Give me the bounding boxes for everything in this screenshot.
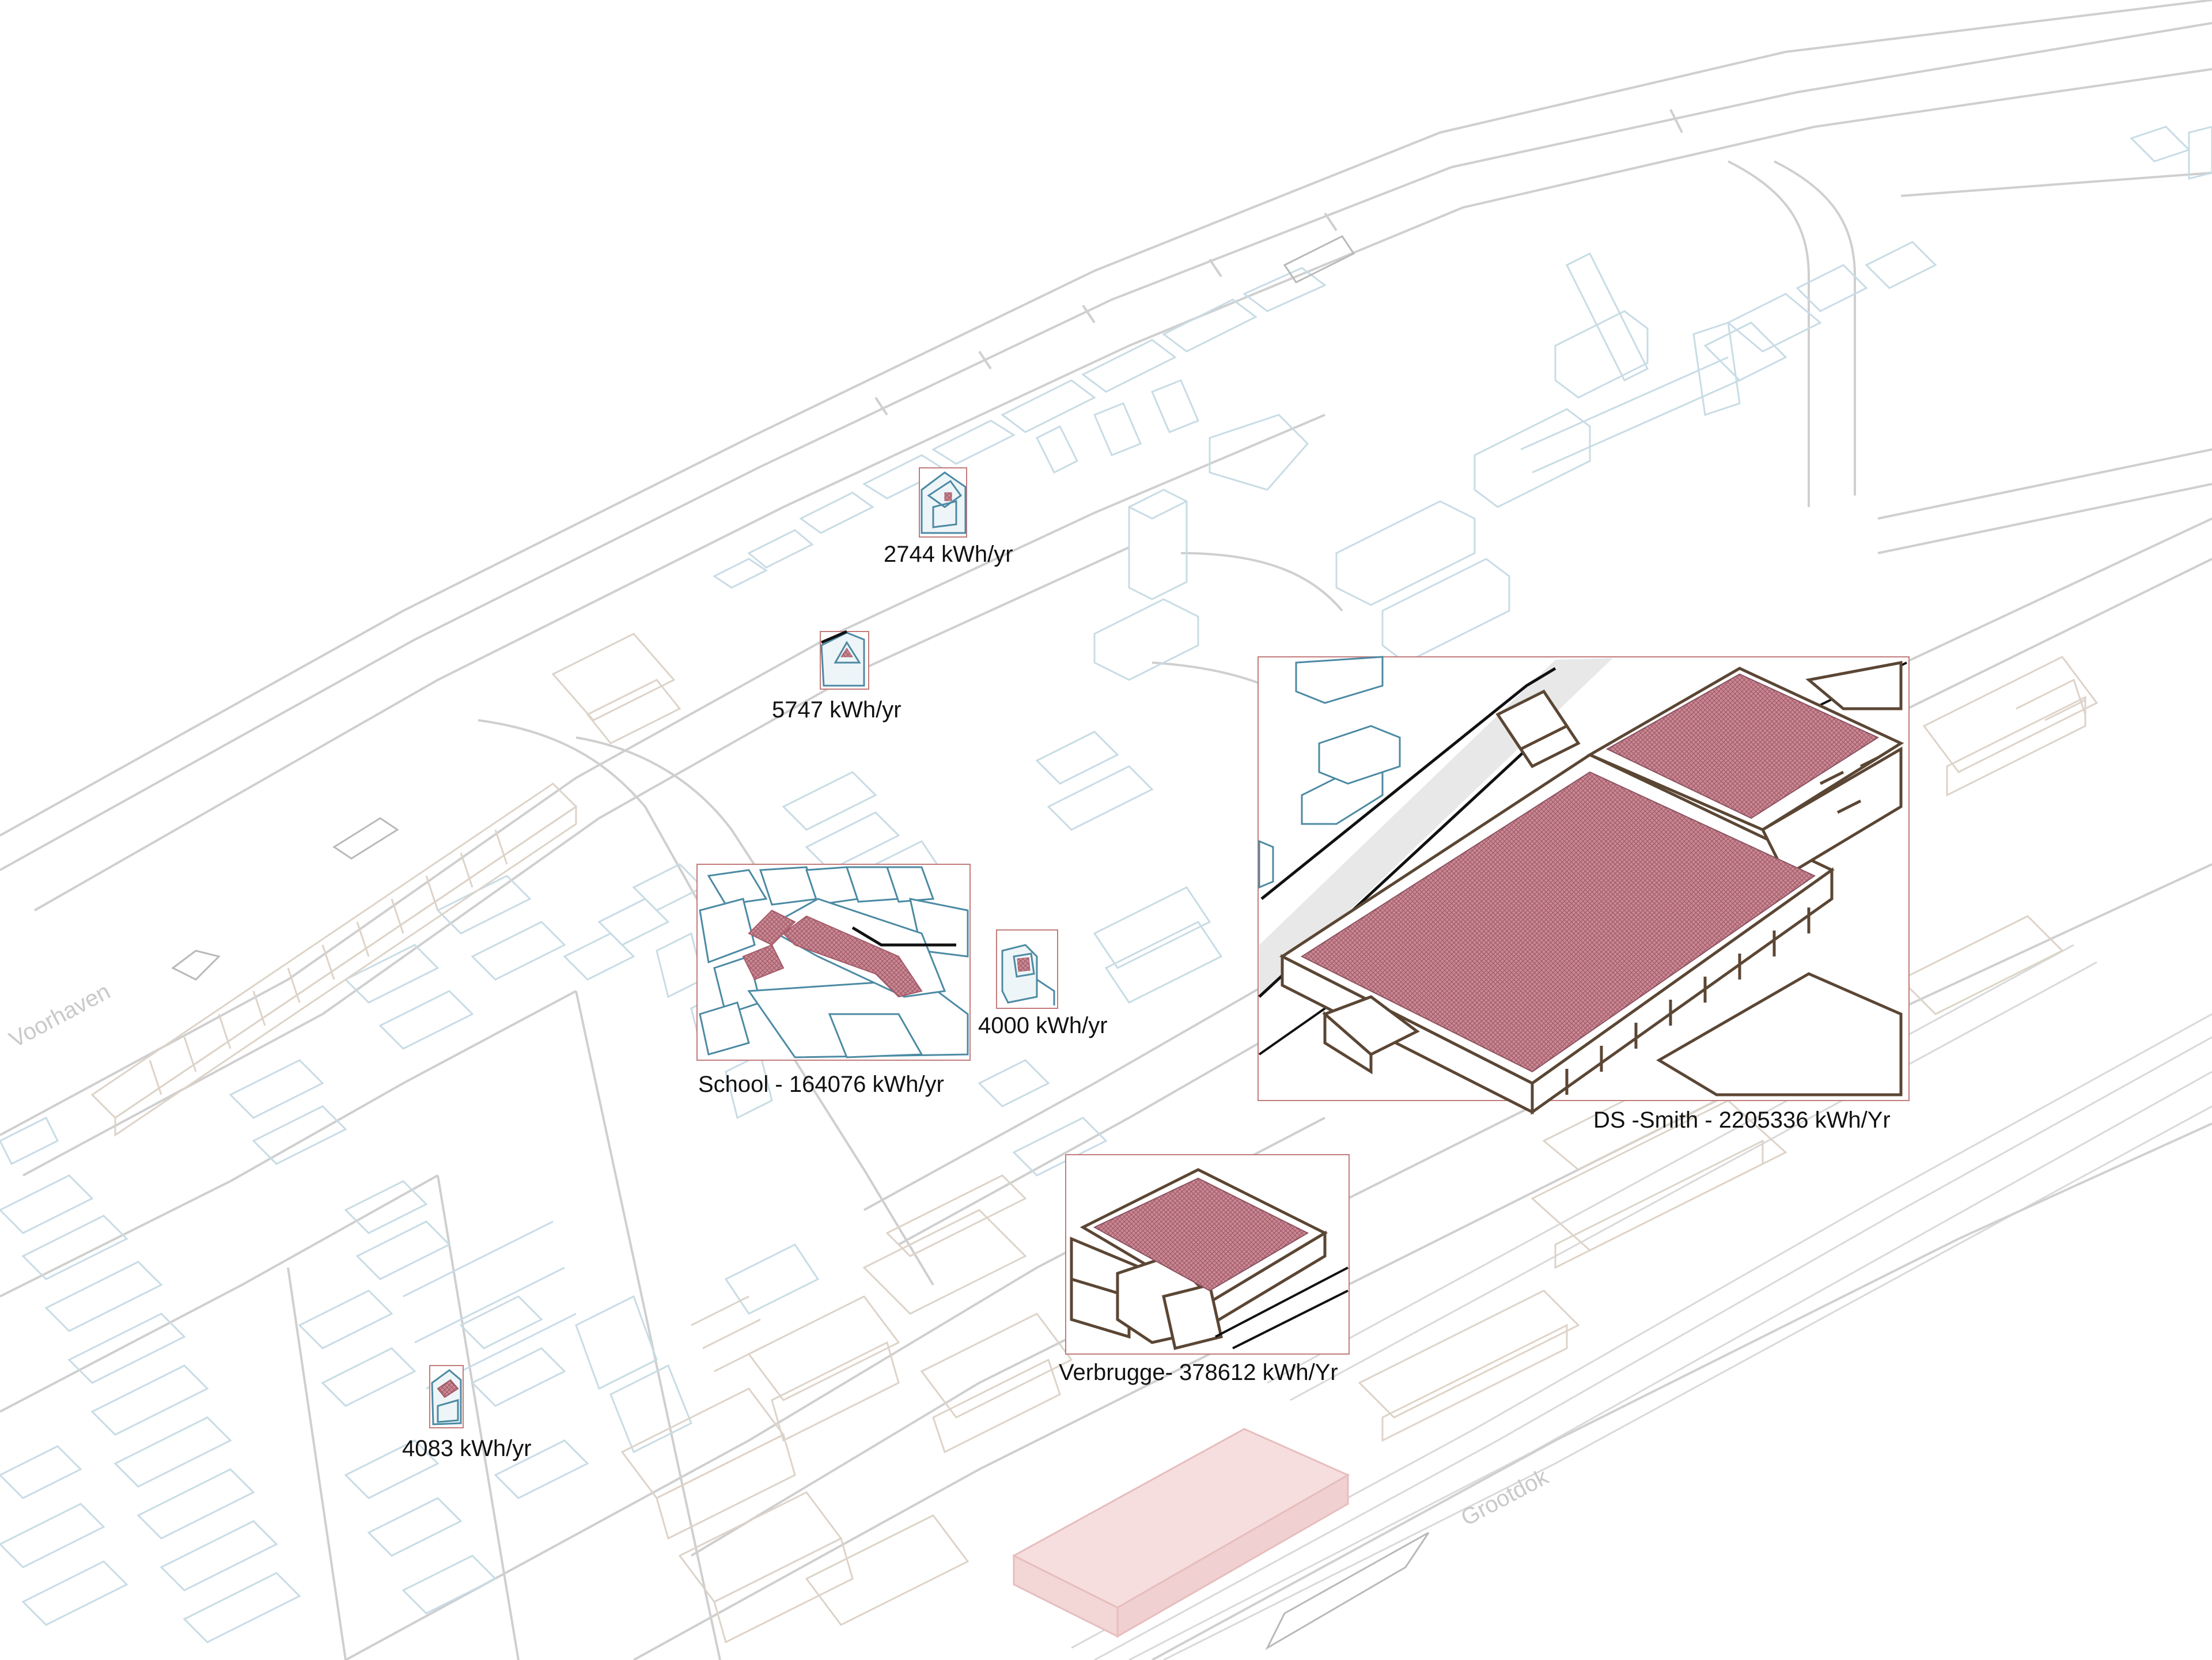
grootdok-quay <box>1152 1122 2212 1660</box>
inset-house-4[interactable] <box>429 1365 464 1428</box>
inset-label-house-2: 5747 kWh/yr <box>772 697 902 723</box>
inset-house-3[interactable] <box>996 929 1058 1009</box>
inset-house-2[interactable] <box>820 630 869 690</box>
industrial-buildings-background <box>90 633 2099 1644</box>
inset-school[interactable] <box>696 864 971 1061</box>
residential-buildings-background <box>0 126 2212 1643</box>
inset-label-house-3: 4000 kWh/yr <box>978 1013 1108 1038</box>
railway <box>1071 944 2212 1660</box>
inset-label-school: School - 164076 kWh/yr <box>698 1072 944 1097</box>
inset-label-house-4: 4083 kWh/yr <box>402 1436 532 1461</box>
inset-label-ds-smith: DS -Smith - 2205336 kWh/Yr <box>1593 1107 1891 1133</box>
inset-ds-smith[interactable] <box>1257 656 1910 1115</box>
boats <box>171 235 1430 1650</box>
inset-label-house-1: 2744 kWh/yr <box>884 542 1013 567</box>
pink-warehouse <box>1012 1428 1350 1638</box>
inset-label-verbrugge: Verbrugge- 378612 kWh/Yr <box>1059 1360 1338 1385</box>
inset-verbrugge[interactable] <box>1065 1154 1350 1355</box>
inset-house-1[interactable] <box>919 467 967 538</box>
